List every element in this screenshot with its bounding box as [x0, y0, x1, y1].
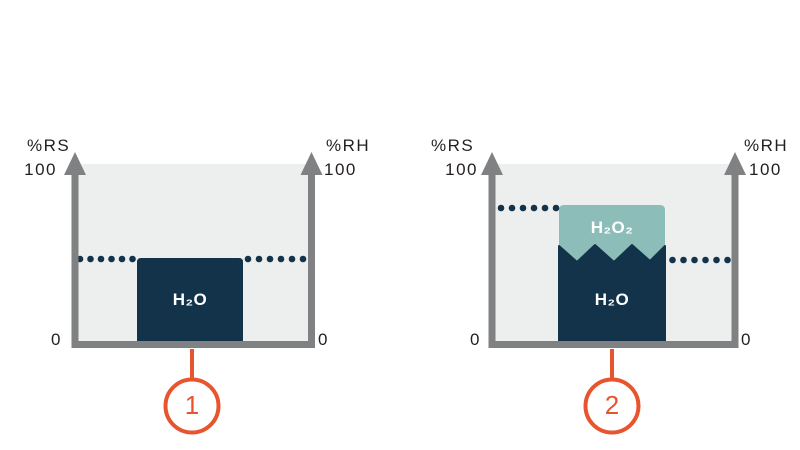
panel2-rh-axis-label: %RH	[744, 136, 789, 155]
panel1-rs-axis-label: %RS	[27, 136, 71, 155]
panel1-marker-circle	[163, 377, 221, 435]
panel2-h2o2-label: H₂O₂	[590, 218, 634, 237]
panel1-rs-max-label: 100	[24, 160, 57, 179]
panel2-left-axis-arrow-icon	[481, 152, 503, 175]
panel2-rs-min-label: 0	[470, 330, 481, 349]
panel2-marker-circle	[583, 377, 641, 435]
panel1-h2o-label: H₂O	[172, 290, 208, 309]
panel1-rs-min-label: 0	[51, 330, 62, 349]
panel2-step-number: 2	[604, 390, 620, 420]
panel1-left-axis-arrow-icon	[64, 152, 86, 175]
panel2-rh-min-label: 0	[741, 330, 752, 349]
panel2-rs-max-label: 100	[445, 160, 478, 179]
panel2-rs-dotted-level	[497, 204, 560, 212]
panel2-rh-max-label: 100	[749, 160, 782, 179]
panel2-rh-dotted-level	[669, 256, 731, 264]
panel1-step-number: 1	[184, 390, 200, 420]
panel1-h2o-region	[137, 258, 243, 341]
panel1-rh-min-label: 0	[318, 330, 329, 349]
panel1-rh-axis-label: %RH	[326, 136, 371, 155]
panel2-rs-axis-label: %RS	[431, 136, 475, 155]
panel1-rh-max-label: 100	[324, 160, 357, 179]
panel2-h2o-label: H₂O	[594, 290, 630, 309]
panel2-right-axis-arrow-icon	[724, 152, 746, 175]
panel1-rh-dotted-level	[244, 255, 307, 263]
panel1-right-axis-arrow-icon	[300, 152, 323, 175]
